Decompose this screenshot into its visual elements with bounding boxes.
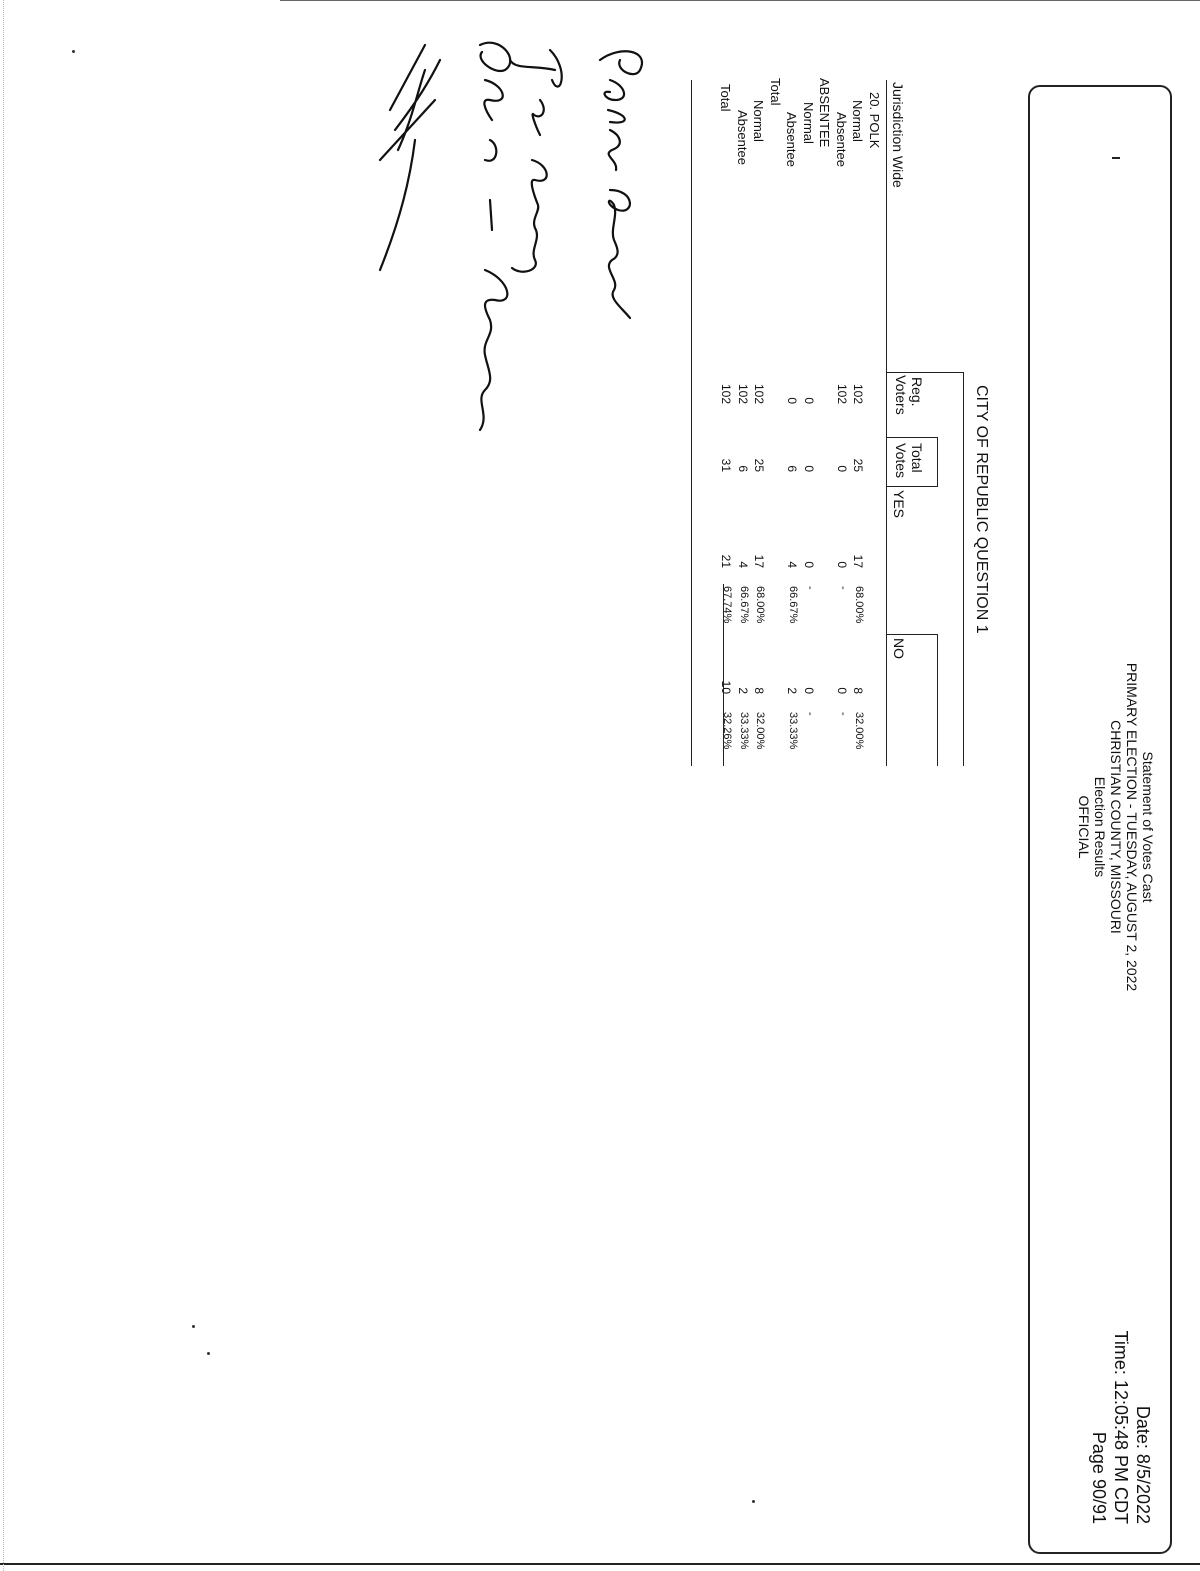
reg-voters-header-line1: Reg. (909, 377, 925, 407)
reg-voters-cell: 0 (785, 397, 800, 404)
contest-title: CITY OF REPUBLIC QUESTION 1 (973, 385, 990, 634)
jurisdiction-header: Jurisdiction Wide (890, 82, 906, 188)
row-label: Total (718, 84, 734, 112)
reg-voters-cell: 102 (835, 383, 849, 404)
no-count-cell: 8 (851, 687, 866, 694)
yes-percent-cell: 68.00% (853, 586, 866, 624)
scan-speck (192, 1325, 195, 1328)
report-time: Time: 12:05:48 PM CDT (1111, 1330, 1131, 1524)
yes-count-cell: 17 (851, 554, 866, 568)
total-votes-cell: 0 (835, 465, 849, 472)
signature-3 (478, 41, 512, 432)
no-percent-cell: - (804, 712, 816, 716)
header-tick-mark (1112, 157, 1120, 159)
row-label: Absentee (735, 110, 750, 165)
scan-speck (207, 1352, 210, 1355)
total-votes-cell: 0 (802, 465, 816, 472)
report-title-block: Statement of Votes Cast PRIMARY ELECTION… (1076, 607, 1156, 1047)
row-label: Normal (801, 102, 816, 144)
header-divider (886, 437, 938, 438)
yes-percent-cell: 68.00% (754, 586, 767, 624)
county-name: CHRISTIAN COUNTY, MISSOURI (1108, 720, 1124, 934)
table-header-rule (886, 80, 887, 766)
row-label: 20. POLK (867, 92, 882, 149)
election-name: PRIMARY ELECTION - TUESDAY, AUGUST 2, 20… (1124, 662, 1140, 992)
yes-count-cell: 0 (835, 561, 849, 568)
no-percent-cell: - (837, 712, 849, 716)
reg-voters-cell: 102 (752, 383, 767, 404)
yes-percent-cell: - (804, 586, 816, 590)
total-votes-header-line2: Votes (893, 443, 909, 479)
header-divider (886, 486, 938, 487)
table-footer-rule (691, 80, 692, 766)
no-count-cell: 10 (719, 680, 734, 694)
no-header: NO (891, 638, 907, 659)
total-rule (723, 584, 724, 766)
header-divider (937, 634, 938, 766)
no-count-cell: 2 (736, 687, 750, 694)
no-count-cell: 2 (785, 687, 800, 694)
total-votes-cell: 6 (736, 465, 750, 472)
signatures (378, 41, 644, 432)
page-number: Page 90/91 (1089, 1431, 1109, 1524)
no-percent-cell: 32.00% (754, 712, 767, 750)
row-label: ABSENTEE (817, 78, 833, 148)
reg-voters-header-line2: Voters (893, 375, 909, 415)
scan-edge-top (280, 0, 1200, 1)
yes-count-cell: 4 (785, 561, 800, 568)
report-meta: Date: 8/5/2022 Time: 12:05:48 PM CDT Pag… (1088, 1331, 1154, 1524)
yes-percent-cell: 66.67% (787, 586, 800, 624)
signature-2 (508, 48, 563, 273)
scan-edge-bottom (0, 1563, 1200, 1565)
no-percent-cell: 32.00% (853, 712, 866, 750)
reg-voters-cell: 102 (736, 383, 750, 404)
row-label: Absentee (784, 112, 800, 167)
no-count-cell: 0 (802, 687, 816, 694)
total-votes-cell: 25 (851, 458, 866, 472)
no-count-cell: 0 (835, 687, 849, 694)
signature-4 (378, 43, 442, 272)
yes-percent-cell: - (837, 586, 849, 590)
row-label: Normal (751, 100, 767, 142)
total-votes-cell: 25 (752, 458, 767, 472)
no-percent-cell: 33.33% (738, 712, 750, 750)
yes-percent-cell: 66.67% (738, 586, 750, 624)
yes-count-cell: 21 (719, 554, 734, 568)
reg-voters-cell: 0 (802, 397, 816, 404)
total-votes-cell: 6 (785, 465, 800, 472)
row-label: Absentee (834, 112, 849, 167)
scan-speck (752, 1500, 755, 1503)
results-label: Election Results (1092, 776, 1108, 878)
header-divider (886, 634, 938, 635)
report-header: Statement of Votes Cast PRIMARY ELECTION… (1028, 85, 1172, 1554)
scan-edge-left (3, 0, 4, 1571)
scan-speck (72, 50, 75, 53)
yes-count-cell: 4 (736, 561, 750, 568)
yes-count-cell: 0 (802, 561, 816, 568)
no-percent-cell: 33.33% (787, 712, 800, 750)
yes-header: YES (891, 490, 907, 519)
signature-1 (598, 50, 644, 320)
header-divider (937, 437, 938, 487)
header-divider (886, 372, 964, 373)
contest-title-rule (963, 372, 964, 766)
report-date: Date: 8/5/2022 (1133, 1405, 1153, 1524)
total-votes-header-line1: Total (909, 443, 925, 473)
row-label: Normal (850, 100, 866, 142)
total-votes-cell: 31 (719, 458, 734, 472)
no-count-cell: 8 (752, 687, 767, 694)
official-label: OFFICIAL (1076, 795, 1092, 859)
yes-count-cell: 17 (752, 554, 767, 568)
reg-voters-cell: 102 (851, 383, 866, 404)
row-label: Total (768, 78, 783, 106)
report-title: Statement of Votes Cast (1140, 751, 1156, 903)
reg-voters-cell: 102 (719, 383, 734, 404)
